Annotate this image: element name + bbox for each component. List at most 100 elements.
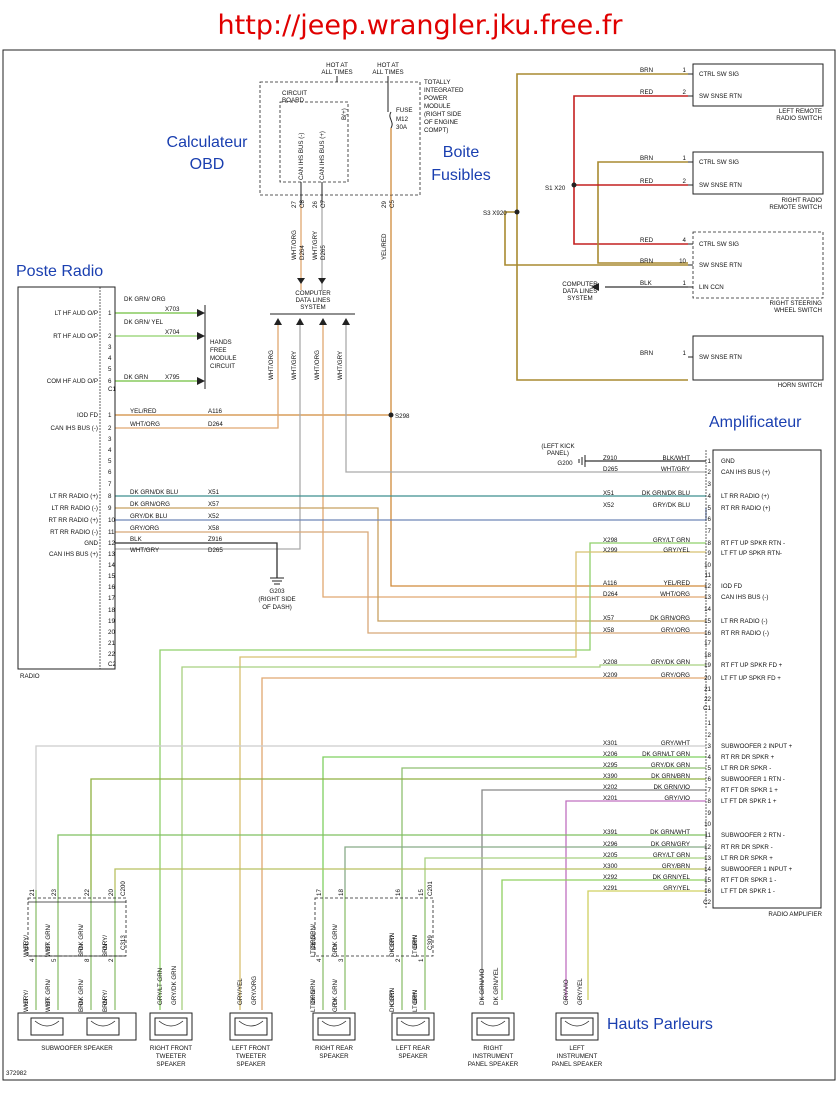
tipm-desc-line: COMPT) (424, 127, 448, 134)
radio-pin-number: 14 (108, 562, 115, 569)
rear-conn-wire: GRY/ (389, 935, 396, 950)
amp-c2-circuit: X206 (603, 751, 618, 758)
amp-c1-wire-color: BLK/WHT (662, 455, 690, 462)
svg-text:WHT/ORG: WHT/ORG (268, 350, 275, 380)
radio-pin-number: 9 (108, 505, 112, 512)
wire-brn-main (516, 73, 688, 381)
amp-c2-wire-color: GRY/BRN (662, 863, 690, 870)
radio-wire-color: GRY/ORG (130, 525, 159, 532)
svg-text:DK GRN: DK GRN (124, 374, 148, 381)
speaker-wire-color: GRY/YEL (577, 978, 584, 1005)
tipm-desc-line: POWER (424, 95, 448, 102)
amp-c2-pin: 4 (708, 754, 712, 761)
amp-c1-wire-color: GRY/YEL (663, 547, 690, 554)
radio-wire-color: WHT/GRY (130, 547, 159, 554)
speaker-cone (90, 1020, 116, 1027)
amp-c1-pin: 12 (704, 583, 711, 590)
speaker-name: RIGHT REAR (315, 1045, 354, 1052)
svg-text:HANDS: HANDS (210, 339, 232, 346)
radio-wire-circuit: X58 (208, 525, 220, 532)
rear-conn-wire: GRY (332, 944, 339, 957)
radio-wire-color: WHT/ORG (130, 421, 160, 428)
amp-c2-pin: 9 (708, 810, 712, 817)
sub-conn-low-wire: BRN (78, 999, 85, 1012)
amp-c2-label: SUBWOOFER 1 RTN - (721, 776, 785, 783)
speaker-symbol (86, 1017, 120, 1036)
rear-conn-mid-pin: 4 (316, 958, 323, 962)
speaker-name: LEFT (569, 1045, 584, 1052)
svg-text:G203: G203 (269, 588, 285, 595)
svg-text:G200: G200 (557, 460, 573, 467)
svg-text:30A: 30A (396, 124, 408, 131)
svg-text:ALL TIMES: ALL TIMES (321, 69, 352, 76)
sub-conn-wire: WHT (23, 943, 30, 957)
sub-conn-low-wire: DK GRN/ (78, 979, 85, 1005)
amp-c2-pin: 5 (708, 765, 712, 772)
rear-conn-pin: 17 (316, 889, 323, 896)
amp-c2-pin: 11 (705, 832, 712, 839)
switch-pin-number: 2 (683, 178, 687, 185)
sub-conn-wire: BRN (78, 944, 85, 957)
switch-pin-label: SW SNSE RTN (699, 262, 742, 269)
annotation-fuse-line1: Boite (443, 144, 480, 161)
radio-pin-label: IOD FD (77, 412, 98, 419)
amp-c1-pin: 21 (704, 686, 711, 693)
amp-c2-wire-color: DK GRN/YEL (653, 874, 691, 881)
speaker-name: INSTRUMENT (473, 1053, 514, 1060)
switch-pin-number: 1 (683, 155, 687, 162)
radio-wire-circuit: X57 (208, 501, 220, 508)
radio-pin-number: 6 (108, 469, 112, 476)
svg-text:HOT AT: HOT AT (326, 62, 348, 69)
rear-conn-mid-id: C309 (427, 935, 434, 950)
svg-text:COMPUTER: COMPUTER (295, 290, 331, 297)
radio-pin-label: RT RR RADIO (-) (50, 529, 98, 536)
speaker-box (229, 1012, 273, 1041)
rear-conn-mid-pin: 2 (395, 958, 402, 962)
amp-c2-pin: 16 (704, 888, 711, 895)
wire-rear-verticals (322, 890, 426, 1010)
speaker-symbol (154, 1017, 188, 1036)
amp-c2-circuit: X300 (603, 863, 618, 870)
wire-x205 (424, 857, 706, 890)
amp-c1-circuit: Z910 (603, 455, 618, 462)
rear-conn-pin: 16 (395, 889, 402, 896)
wire-x391 (57, 834, 706, 890)
amp-c2-pin: 3 (708, 743, 712, 750)
amp-c1-pin: 10 (704, 562, 711, 569)
speaker-name: RIGHT FRONT (150, 1045, 192, 1052)
amp-c1-wire-color: DK GRN/DK BLU (642, 490, 690, 497)
sub-conn-pin: 22 (84, 889, 91, 896)
wire-x201 (565, 800, 706, 1000)
header-url[interactable]: http://jeep.wrangler.jku.free.fr (218, 10, 624, 41)
amp-c2-pin: 6 (708, 776, 712, 783)
radio-wire-circuit: X51 (208, 489, 220, 496)
switch-pin-label: SW SNSE RTN (699, 354, 742, 361)
amp-c1-wire-color: WHT/GRY (661, 466, 690, 473)
diagram-border (2, 49, 836, 1081)
svg-text:YEL/RED: YEL/RED (381, 233, 388, 260)
tipm-circuit-board (279, 101, 349, 183)
amp-c1-circuit: D264 (603, 591, 618, 598)
amp-c2-label: RT FT DR SPKR 1 - (721, 877, 776, 884)
rear-conn-low-wire: GRY/ (412, 990, 419, 1005)
radio-wire-color: DK GRN/ORG (130, 501, 170, 508)
speaker-name: PANEL SPEAKER (552, 1061, 603, 1068)
svg-text:SYSTEM: SYSTEM (567, 295, 592, 302)
speaker-name: INSTRUMENT (557, 1053, 598, 1060)
svg-text:C7: C7 (320, 200, 327, 208)
amp-c1-circuit: A116 (603, 580, 618, 587)
amp-c1-pin: 4 (708, 493, 712, 500)
speaker-wire-color: DK GRN/YEL (493, 967, 500, 1005)
sub-conn-wire: GRY/ (102, 935, 109, 950)
speaker-cone (480, 1020, 506, 1027)
svg-text:S298: S298 (395, 413, 410, 420)
amp-c2-circuit: X296 (603, 841, 618, 848)
svg-text:C8: C8 (299, 200, 306, 208)
wire-red-main (573, 95, 688, 245)
svg-text:WHT/ORG: WHT/ORG (314, 350, 321, 380)
radio-pin-number: 19 (108, 618, 115, 625)
amp-c1-pin: 3 (708, 481, 712, 488)
